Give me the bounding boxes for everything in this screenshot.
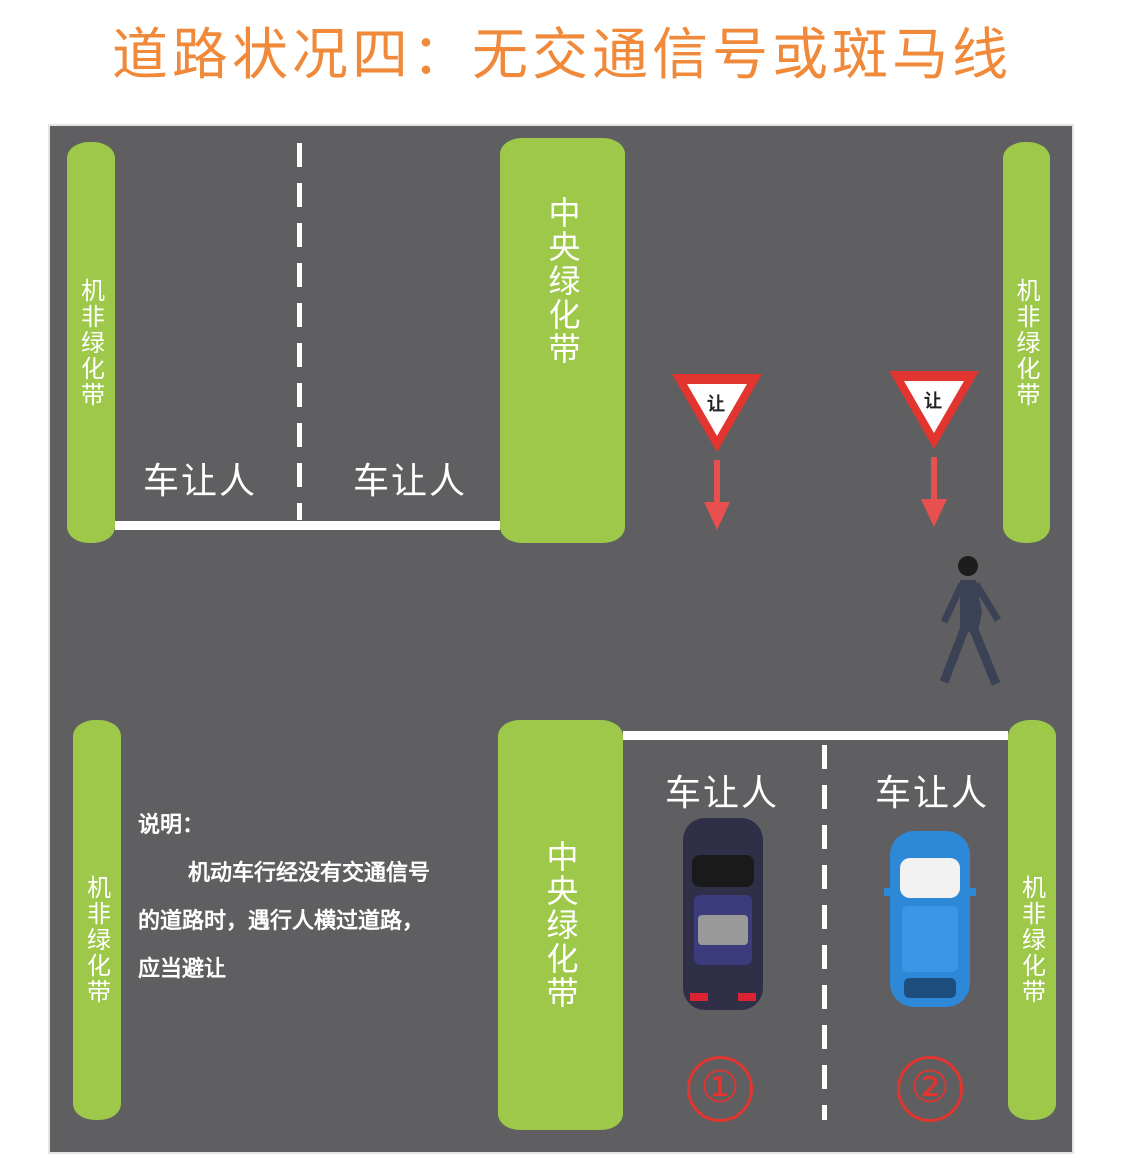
note-line: 的道路时，遇行人横过道路， [138,909,425,934]
pedestrian-icon [939,556,1001,686]
explanation: 说明： 机动车行经没有交通信号 的道路时，遇行人横过道路， 应当避让 [138,802,498,994]
side-green-belt: 机非绿化带 [67,142,115,543]
yield-text: 车让人 [143,461,258,502]
yield-text: 车让人 [875,773,990,814]
yield-sign-icon [672,374,762,530]
marker-2: ② [897,1056,963,1122]
side-green-belt: 机非绿化带 [1008,720,1056,1120]
note-line: 机动车行经没有交通信号 [188,861,431,886]
yield-text: 车让人 [665,773,780,814]
center-green-belt: 中央绿化带 [498,720,623,1130]
lane-divider [822,745,827,1120]
stop-line [623,731,1008,740]
yield-sign: 让 [670,372,764,537]
note-heading: 说明： [138,813,205,838]
strip-label: 机非绿化带 [1012,277,1040,408]
lane-divider [297,143,302,520]
note-line: 应当避让 [138,957,227,982]
strip-label: 机非绿化带 [82,875,111,1005]
center-green-belt: 中央绿化带 [500,138,625,543]
sign-text: 让 [707,394,725,415]
sign-text: 让 [924,391,942,412]
strip-label: 机非绿化带 [1017,875,1046,1005]
page-title: 道路状况四：无交通信号或斑马线 [112,23,1012,88]
yield-sign-icon [889,371,979,527]
side-green-belt: 机非绿化带 [1003,142,1050,543]
marker-1: ① [687,1056,753,1122]
yield-sign: 让 [887,369,981,534]
side-green-belt: 机非绿化带 [73,720,121,1120]
blue-car-icon [884,831,976,1007]
yield-text: 车让人 [353,461,468,502]
strip-label: 中央绿化带 [541,840,580,1010]
dark-car-icon [683,818,763,1010]
strip-label: 机非绿化带 [76,277,105,408]
strip-label: 中央绿化带 [543,195,582,366]
stop-line [115,521,500,530]
